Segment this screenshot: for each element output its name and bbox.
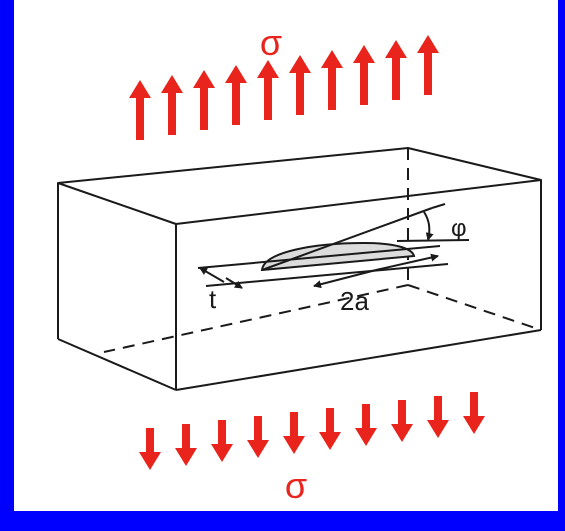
stress-arrow-up bbox=[193, 70, 215, 130]
stress-arrow-up bbox=[289, 55, 311, 115]
stress-arrow-up bbox=[385, 40, 407, 100]
sigma-bottom-label: σ bbox=[285, 465, 307, 506]
stress-arrow-down bbox=[391, 400, 413, 442]
stress-arrow-up bbox=[225, 65, 247, 125]
stress-arrow-up bbox=[353, 45, 375, 105]
stress-arrow-down bbox=[247, 416, 269, 458]
stress-arrow-down bbox=[139, 428, 161, 470]
stress-arrow-up bbox=[257, 60, 279, 120]
crack-shape bbox=[260, 241, 416, 272]
stress-arrow-down bbox=[463, 392, 485, 434]
stress-arrow-down bbox=[211, 420, 233, 462]
diagram-panel: σ φ t 2a σ bbox=[14, 0, 558, 511]
phi-label: φ bbox=[451, 215, 467, 242]
stress-arrow-down bbox=[427, 396, 449, 438]
crack-plane-lines bbox=[197, 203, 470, 287]
sigma-top-label: σ bbox=[260, 22, 282, 63]
thickness-dimension bbox=[199, 267, 243, 289]
crack-length-dimension bbox=[313, 253, 439, 289]
tensile-stress-arrows-bottom bbox=[139, 392, 485, 470]
stress-arrow-down bbox=[175, 424, 197, 466]
t-label: t bbox=[209, 284, 217, 314]
stress-arrow-up bbox=[321, 50, 343, 110]
tensile-stress-arrows-top bbox=[129, 35, 439, 140]
stress-arrow-down bbox=[319, 408, 341, 450]
two-a-label: 2a bbox=[340, 286, 369, 316]
box-outline bbox=[57, 147, 542, 391]
stress-arrow-up bbox=[161, 75, 183, 135]
stress-arrow-up bbox=[129, 80, 151, 140]
stress-arrow-down bbox=[355, 404, 377, 446]
crack-diagram: σ φ t 2a σ bbox=[57, 22, 542, 506]
stress-arrow-up bbox=[417, 35, 439, 95]
stress-arrow-down bbox=[283, 412, 305, 454]
angle-phi-arc bbox=[423, 211, 434, 241]
